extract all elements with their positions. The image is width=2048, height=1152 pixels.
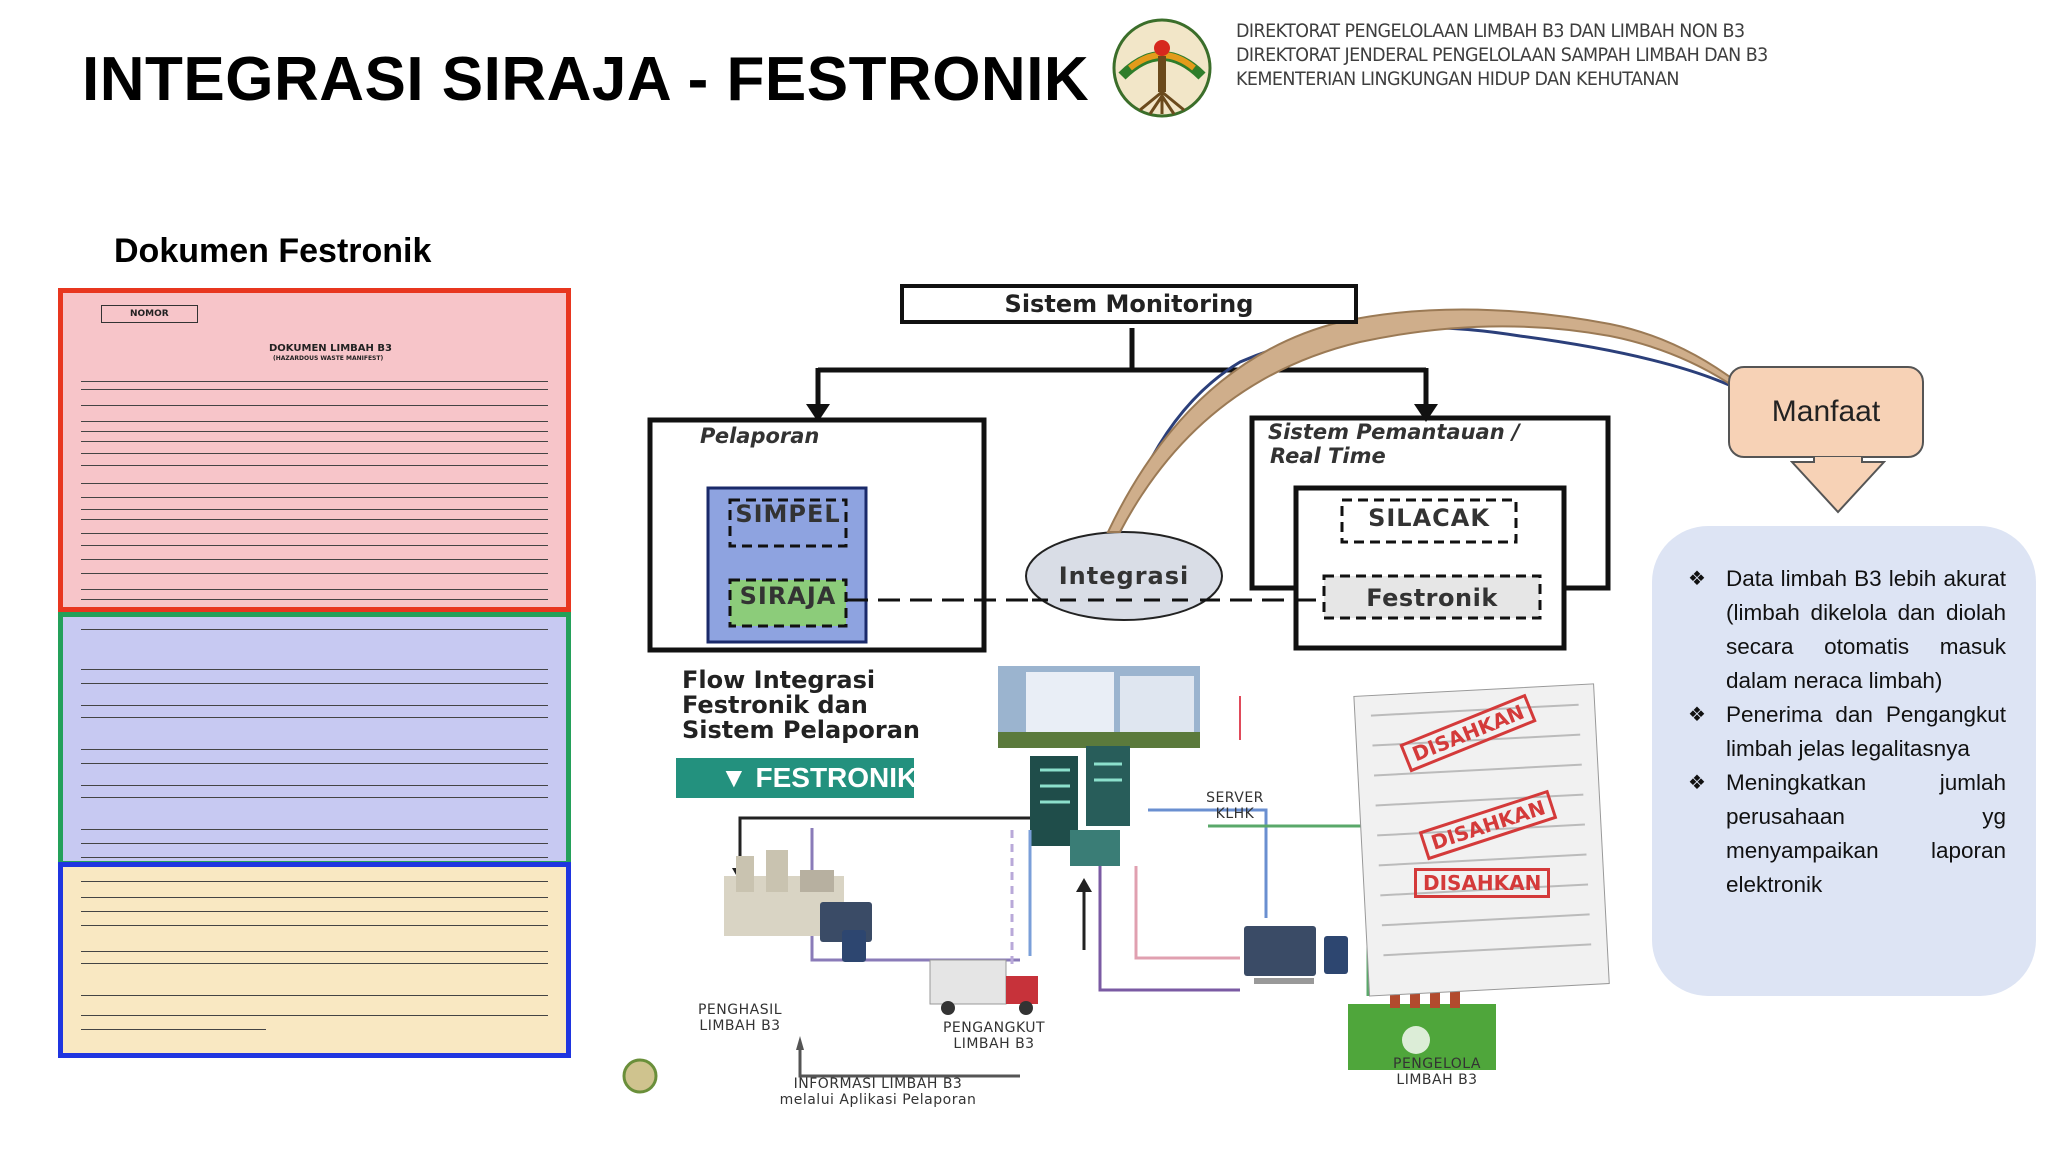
manfaat-label: Manfaat (1771, 395, 1881, 428)
monitoring-box: Sistem Monitoring (900, 284, 1358, 324)
festronik-logo-text: FESTRONIK (755, 762, 918, 793)
doc-subtitle: (HAZARDOUS WASTE MANIFEST) (273, 355, 384, 362)
simpel-label: SIMPEL (735, 500, 841, 528)
documents-title: Dokumen Festronik (114, 232, 432, 270)
silacak-label: SILACAK (1368, 504, 1490, 532)
nomor-field: NOMOR (101, 305, 198, 323)
pengangkut-label-line-1: PENGANGKUT (942, 1020, 1046, 1036)
diamond-bullet-icon: ❖ (1688, 704, 1706, 726)
manfaat-down-arrow (1790, 456, 1886, 514)
informasi-label-line-1: INFORMASI LIMBAH B3 (793, 1076, 963, 1092)
manfaat-item-text: Data limbah B3 lebih akurat (limbah dike… (1726, 566, 2006, 693)
realtime-label: Real Time (1270, 444, 1386, 468)
monitoring-label: Sistem Monitoring (1004, 290, 1254, 318)
stamp-3: DISAHKAN (1414, 868, 1551, 898)
transporter-section (58, 612, 571, 866)
informasi-label-line-2: melalui Aplikasi Pelaporan (779, 1092, 977, 1108)
pengelola-label: PENGELOLA LIMBAH B3 (1372, 1056, 1502, 1088)
page-title: INTEGRASI SIRAJA - FESTRONIK (82, 45, 1090, 114)
doc-title: DOKUMEN LIMBAH B3 (269, 343, 392, 354)
org-line-1: DIREKTORAT PENGELOLAAN LIMBAH B3 DAN LIM… (1236, 20, 1745, 42)
manfaat-item: ❖ Meningkatkan jumlah perusahaan yg meny… (1688, 766, 2018, 902)
diamond-bullet-icon: ❖ (1688, 772, 1706, 794)
flow-title-line-2: Festronik dan (682, 691, 868, 719)
festronik-logo: ▼ FESTRONIK (720, 762, 917, 794)
penghasil-label-line-2: LIMBAH B3 (699, 1018, 781, 1034)
manfaat-item: ❖ Penerima dan Pengangkut limbah jelas l… (1688, 698, 2018, 766)
siraja-label: SIRAJA (739, 582, 837, 610)
festronik-logo-icon: ▼ (720, 762, 748, 793)
integrasi-label: Integrasi (1058, 562, 1190, 590)
flow-title: Flow Integrasi Festronik dan Sistem Pela… (682, 668, 920, 743)
pelaporan-label: Pelaporan (700, 424, 820, 448)
informasi-label: INFORMASI LIMBAH B3 melalui Aplikasi Pel… (748, 1076, 1008, 1108)
pengelola-label-line-2: LIMBAH B3 (1396, 1072, 1478, 1088)
org-line-2: DIREKTORAT JENDERAL PENGELOLAAN SAMPAH L… (1236, 44, 1768, 66)
penghasil-label: PENGHASIL LIMBAH B3 (680, 1002, 800, 1034)
server-label-line-2: KLHK (1215, 806, 1255, 822)
server-label: SERVER KLHK (1190, 790, 1280, 822)
generator-section: NOMOR DOKUMEN LIMBAH B3 (HAZARDOUS WASTE… (58, 288, 571, 612)
penghasil-label-line-1: PENGHASIL (697, 1002, 783, 1018)
flow-title-line-3: Sistem Pelaporan (682, 716, 920, 744)
flow-title-line-1: Flow Integrasi (682, 666, 876, 694)
integration-diagram (622, 308, 1745, 1094)
klhk-logo (1112, 18, 1212, 118)
manfaat-box: Manfaat (1728, 366, 1924, 458)
manfaat-card: ❖ Data limbah B3 lebih akurat (limbah di… (1652, 526, 2036, 996)
manfaat-item-text: Meningkatkan jumlah perusahaan yg menyam… (1726, 770, 2006, 897)
manfaat-item-text: Penerima dan Pengangkut limbah jelas leg… (1726, 702, 2006, 761)
pengangkut-label: PENGANGKUT LIMBAH B3 (924, 1020, 1064, 1052)
manfaat-item: ❖ Data limbah B3 lebih akurat (limbah di… (1688, 562, 2018, 698)
pemantauan-label: Sistem Pemantauan / (1268, 420, 1520, 444)
org-line-3: KEMENTERIAN LINGKUNGAN HIDUP DAN KEHUTAN… (1236, 68, 1679, 90)
diamond-bullet-icon: ❖ (1688, 568, 1706, 590)
festronik-system-label: Festronik (1366, 584, 1498, 612)
pengelola-label-line-1: PENGELOLA (1393, 1056, 1481, 1072)
pengangkut-label-line-2: LIMBAH B3 (953, 1036, 1035, 1052)
server-label-line-1: SERVER (1206, 790, 1264, 806)
processor-section (58, 862, 571, 1058)
